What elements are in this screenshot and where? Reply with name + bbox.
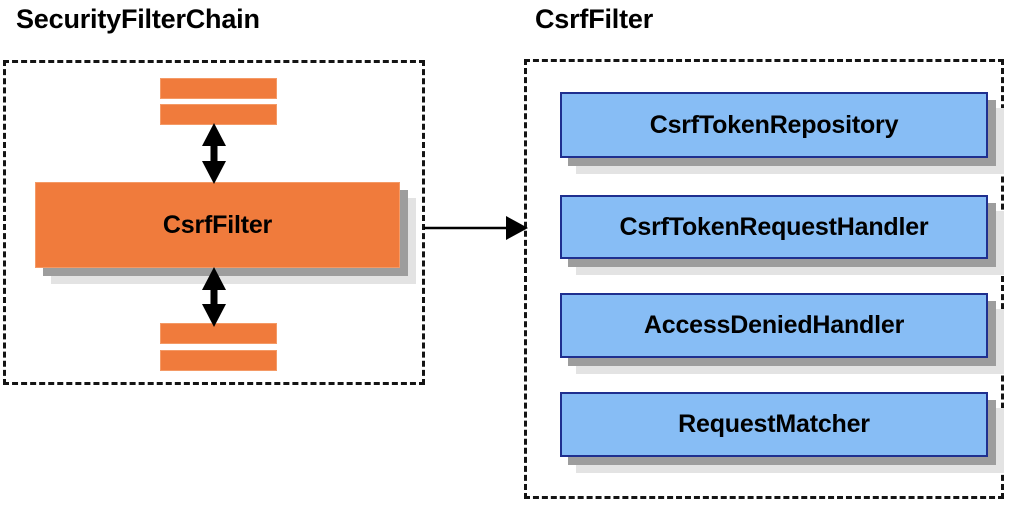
node-face: CsrfTokenRepository <box>560 92 988 158</box>
panel-title-securityfilterchain: SecurityFilterChain <box>16 4 260 34</box>
node-csrffilter[interactable]: CsrfFilter <box>35 182 416 284</box>
panel-title-csrffilter: CsrfFilter <box>535 4 654 34</box>
node-face: AccessDeniedHandler <box>560 293 988 358</box>
panel-csrffilter-collaborators <box>524 59 1004 499</box>
node-face: CsrfFilter <box>35 182 400 268</box>
node-label: RequestMatcher <box>678 410 870 438</box>
node-accessdeniedhandler[interactable]: AccessDeniedHandler <box>560 293 1004 374</box>
node-label: CsrfFilter <box>162 210 273 239</box>
node-csrftokenrequesthandler[interactable]: CsrfTokenRequestHandler <box>560 195 1004 275</box>
node-face: RequestMatcher <box>560 392 988 457</box>
node-label: CsrfTokenRepository <box>649 110 899 139</box>
node-csrftokenrepository[interactable]: CsrfTokenRepository <box>560 92 1004 174</box>
node-label: AccessDeniedHandler <box>643 311 905 339</box>
node-requestmatcher[interactable]: RequestMatcher <box>560 392 1004 473</box>
filter-bar-bottom-1 <box>160 323 277 344</box>
filter-bar-bottom-2 <box>160 350 277 371</box>
filter-bar-top-1 <box>160 78 277 99</box>
filter-bar-top-2 <box>160 104 277 125</box>
node-face: CsrfTokenRequestHandler <box>560 195 988 259</box>
panel-securityfilterchain <box>3 60 425 385</box>
node-label: CsrfTokenRequestHandler <box>619 212 929 241</box>
arrow-securityfilterchain-to-csrffilter <box>424 216 528 240</box>
